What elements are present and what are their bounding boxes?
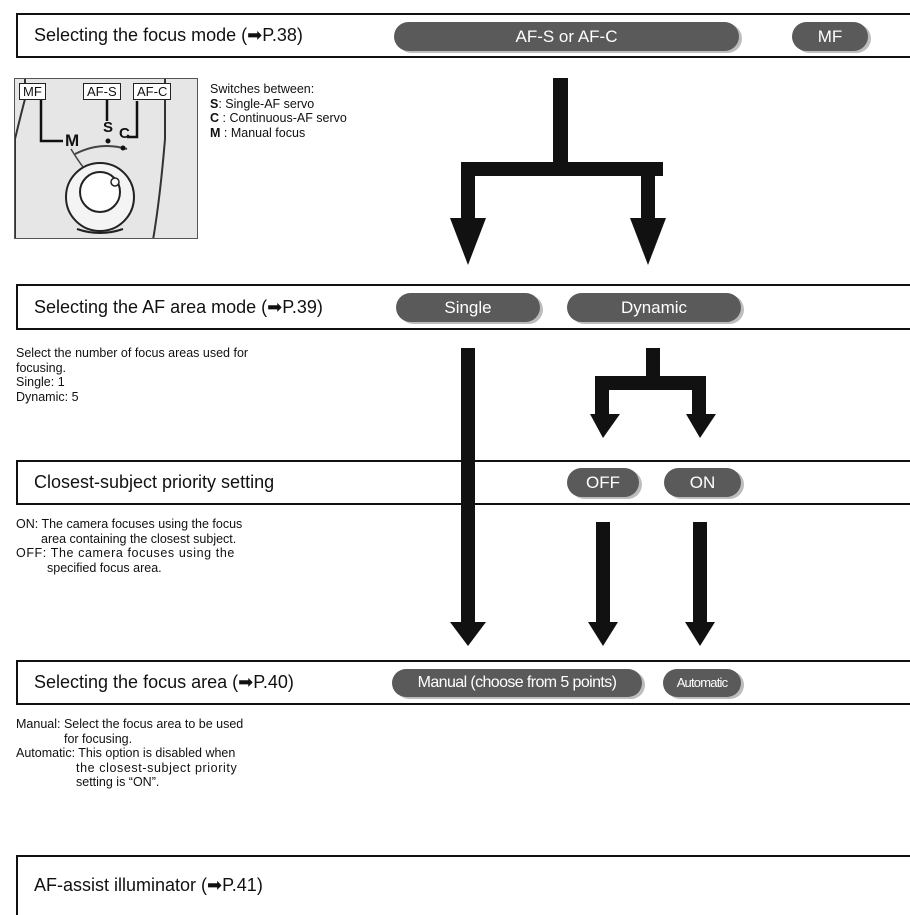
desc-item-s: S: Single-AF servo [210, 97, 347, 112]
label-af-s: AF-S [83, 83, 121, 100]
arrow-head [588, 622, 618, 646]
connector-line [461, 162, 663, 176]
connector-line [461, 348, 475, 624]
desc-key-s: S [210, 96, 219, 111]
desc-line: ON: The camera focuses using the focus [16, 517, 243, 531]
desc-text-m: : Manual focus [220, 125, 306, 140]
desc-item-c: C : Continuous-AF servo [210, 111, 347, 126]
connector-line [693, 522, 707, 624]
connector-line [595, 376, 706, 390]
option-automatic: Automatic [663, 669, 741, 697]
closest-subject-description: ON: The camera focuses using the focus a… [16, 517, 242, 575]
desc-line: OFF: The camera focuses using the [16, 546, 235, 560]
dial-letter-m: M [65, 131, 80, 150]
arrow-head [686, 414, 716, 438]
option-af-s-or-af-c: AF-S or AF-C [394, 22, 739, 51]
section-af-assist: AF-assist illuminator (➡P.41) [16, 855, 910, 915]
option-manual: Manual (choose from 5 points) [392, 669, 642, 697]
connector-line [692, 376, 706, 416]
arrow-head [590, 414, 620, 438]
desc-line: Manual: Select the focus area to be used [16, 717, 244, 731]
option-mf: MF [792, 22, 868, 51]
arrow-head [630, 218, 666, 265]
connector-line [641, 162, 655, 220]
connector-line [461, 162, 475, 220]
section-title-closest-subject: Closest-subject priority setting [34, 472, 275, 492]
desc-line: Single: 1 [16, 375, 65, 389]
desc-intro: Switches between: [210, 82, 315, 96]
desc-text-s: : Single-AF servo [218, 96, 315, 111]
arrow-head [685, 622, 715, 646]
connector-line [595, 376, 609, 416]
desc-line: setting is “ON”. [76, 775, 160, 789]
dial-letter-c: C [119, 125, 130, 142]
focus-mode-description: Switches between: S: Single-AF servo C :… [210, 82, 347, 140]
desc-key-m: M [210, 125, 221, 140]
section-title-af-assist: AF-assist illuminator (➡P.41) [34, 875, 263, 895]
arrow-head [450, 622, 486, 646]
camera-mode-selector-illustration: MF AF-S AF-C S C M [14, 78, 198, 239]
desc-text-c: : Continuous-AF servo [219, 111, 347, 125]
desc-line: Automatic: This option is disabled when [16, 746, 236, 760]
label-mf: MF [19, 83, 46, 100]
camera-body-drawing [15, 79, 166, 238]
desc-line: the closest-subject priority [76, 760, 238, 775]
section-title-af-area-mode: Selecting the AF area mode (➡P.39) [34, 297, 323, 317]
label-af-c: AF-C [133, 83, 172, 100]
option-on: ON [664, 468, 741, 497]
option-single: Single [396, 293, 540, 322]
dial-letter-s: S [103, 119, 114, 136]
connector-line [596, 522, 610, 624]
connector-line [553, 78, 568, 176]
option-dynamic: Dynamic [567, 293, 741, 322]
section-title-focus-area: Selecting the focus area (➡P.40) [34, 672, 294, 692]
focus-area-description: Manual: Select the focus area to be used… [16, 717, 243, 790]
desc-line: specified focus area. [47, 560, 162, 575]
desc-line: area containing the closest subject. [41, 531, 237, 546]
option-off: OFF [567, 468, 639, 497]
desc-line: Select the number of focus areas used fo… [16, 346, 249, 360]
desc-item-m: M : Manual focus [210, 126, 347, 141]
section-title-focus-mode: Selecting the focus mode (➡P.38) [34, 25, 303, 45]
af-area-mode-description: Select the number of focus areas used fo… [16, 346, 248, 404]
desc-line: focusing. [16, 360, 67, 375]
arrow-head [450, 218, 486, 265]
desc-line: Dynamic: 5 [16, 389, 79, 404]
desc-key-c: C [210, 111, 220, 125]
desc-line: for focusing. [64, 731, 133, 746]
